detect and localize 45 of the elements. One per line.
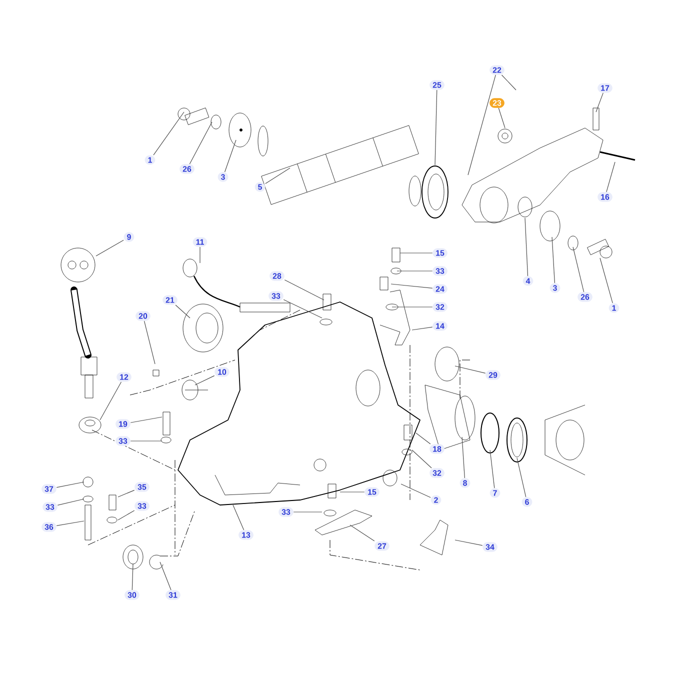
leader-line xyxy=(392,306,433,308)
leader-line xyxy=(96,240,124,256)
leader-line xyxy=(501,74,516,90)
leader-line xyxy=(224,140,236,172)
leader-line xyxy=(265,168,290,184)
leader-line xyxy=(468,74,496,176)
leader-line xyxy=(416,432,431,444)
leader-line xyxy=(390,284,433,289)
leader-line xyxy=(175,304,190,318)
leader-line xyxy=(57,498,84,506)
leader-line xyxy=(572,246,584,292)
leader-line xyxy=(56,520,84,526)
leader-line xyxy=(350,524,375,542)
leader-line xyxy=(400,484,431,498)
leader-line xyxy=(396,270,433,272)
leader-line xyxy=(454,366,486,374)
leader-line xyxy=(132,564,134,590)
leader-line xyxy=(412,450,432,468)
leader-line xyxy=(160,562,172,590)
leader-line xyxy=(100,382,122,420)
leader-line xyxy=(596,92,604,112)
leader-line xyxy=(462,436,465,478)
leader-line xyxy=(130,440,162,442)
leader-line xyxy=(600,258,613,304)
leader-line xyxy=(516,458,526,498)
leader-line xyxy=(118,490,135,498)
leader-line xyxy=(144,320,156,364)
leader-line xyxy=(400,252,433,254)
leader-line xyxy=(552,236,556,284)
leader-line xyxy=(283,299,322,318)
leader-line xyxy=(454,540,483,546)
leader-line xyxy=(194,375,215,386)
leader-line xyxy=(490,450,495,488)
leader-line xyxy=(434,90,438,166)
leader-line xyxy=(56,482,84,488)
leader-line xyxy=(118,510,135,520)
leader-line xyxy=(498,108,506,128)
leader-line xyxy=(284,280,324,300)
leader-line xyxy=(189,122,212,164)
leader-line xyxy=(232,504,244,530)
leader-line xyxy=(606,162,616,192)
leader-line xyxy=(130,416,162,423)
leader-line xyxy=(412,326,433,330)
leader-line xyxy=(153,112,184,156)
leader-line xyxy=(524,218,528,276)
